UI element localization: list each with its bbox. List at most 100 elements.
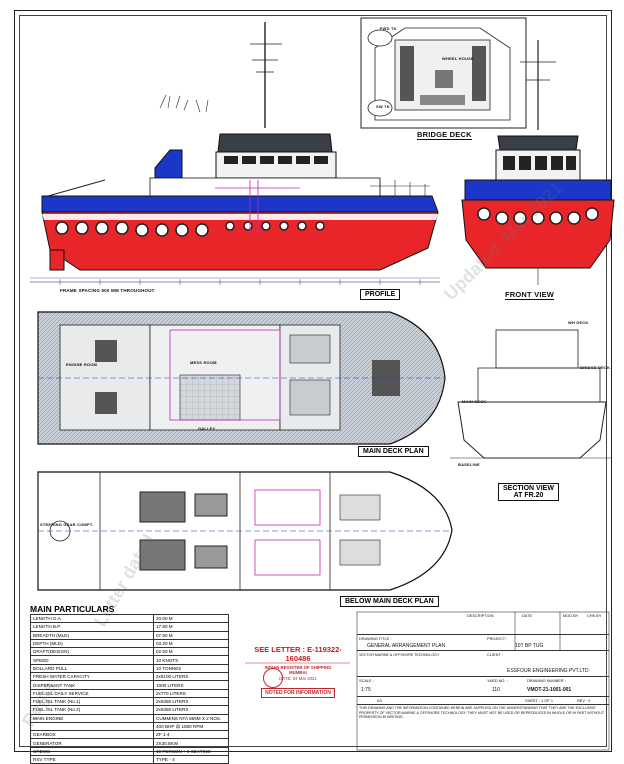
particular-name: SPEED [30, 655, 154, 665]
tb-project-label: PROJECT : [487, 636, 508, 641]
particulars-row: BREADTH (MLD)07.50 M [30, 630, 229, 640]
particular-name: DISPERSANT TANK [30, 680, 154, 690]
particular-name: BREADTH (MLD) [30, 630, 154, 640]
label-galley: GALLEY [198, 426, 216, 431]
particular-value: ZF 1-4 [153, 730, 229, 740]
particulars-row: LENGTH B.P.17.80 M [30, 622, 229, 632]
tb-drawing-title-label: DRAWING TITLE : [359, 636, 392, 641]
profile-view [30, 22, 440, 285]
tb-client: ESSFOUR ENGINEERING PVT.LTD [507, 668, 589, 674]
particular-name: DRAFT(DESIGN) [30, 647, 154, 657]
label-engine-room: ENGINE ROOM [66, 362, 98, 367]
particular-value: 2x770 LITERS [153, 688, 229, 698]
particular-name: LENGTH B.P. [30, 622, 154, 632]
register-seal-icon [263, 668, 283, 688]
particular-name: FUEL OIL DAILY SERVICE [30, 688, 154, 698]
particular-value: 2X30.5KW [153, 738, 229, 748]
bridge-deck-view [360, 17, 527, 129]
tb-sheet: SHEET : 1 OF 1 [525, 698, 554, 703]
particular-value: 07.50 M [153, 630, 229, 640]
label-frame-spacing: FRAME SPACING 500 MM THROUGHOUT [60, 288, 155, 293]
tb-designer: VECTOR MARINE & OFFSHORE TECHNOLOGY [359, 653, 440, 657]
tb-drawing-no-label: DRAWING NUMBER : [527, 678, 566, 683]
particular-name: FUEL OIL TANK (No.1) [30, 696, 154, 707]
particular-name: FRESH WATER CAPACITY [30, 672, 154, 682]
tb-yard-no: 110 [492, 687, 500, 693]
tb-notice: THIS DRAWING AND THE INFORMATION CONTAIN… [359, 706, 604, 720]
tb-size: A3 [377, 698, 382, 703]
particular-value: 02.50 M [153, 647, 229, 657]
title-block-grid [356, 611, 610, 751]
particulars-row: 400 BHP @ 1800 RPM [30, 721, 229, 732]
label-main-deck: MAIN DECK [462, 399, 487, 404]
tb-description: DESCRIPTION [467, 613, 494, 618]
particular-name [30, 721, 154, 732]
label-sw-tk: SW TK [376, 104, 390, 109]
label-profile: PROFILE [360, 289, 401, 300]
label-below-main-deck-plan: BELOW MAIN DECK PLAN [340, 596, 439, 607]
noted-for-information: NOTED FOR INFORMATION [261, 688, 335, 698]
tb-scale: 1:75 [361, 687, 371, 693]
particulars-row: FUEL OIL TANK (No.1)2x6350 LITERS [30, 696, 229, 707]
main-particulars-title: MAIN PARTICULARS [30, 604, 115, 614]
label-fwd-tk: FWD TK [380, 26, 397, 31]
particular-value: 10 KNOTS [153, 655, 229, 665]
particulars-row: LENGTH O.A.20.00 M [30, 613, 229, 624]
particular-value: 17.80 M [153, 622, 229, 632]
approval-stamp: SEE LETTER : E-119322-160486 INDIAN REGI… [245, 645, 351, 699]
drawing-border [19, 15, 607, 747]
particular-value: 2x8100 LITERS [153, 672, 229, 682]
label-steering-gear: STEERING GEAR COMPT. [40, 522, 94, 527]
label-wheel-house: WHEEL HOUSE [442, 56, 474, 61]
particular-name: FUEL OIL TANK (No.2) [30, 705, 154, 715]
particulars-row: DEPTH (MLD)03.20 M [30, 638, 229, 649]
label-wh-deck: WH DECK [568, 320, 589, 325]
particular-value: CUMMINS NTA 855M X 2 NOS. [153, 713, 229, 723]
tb-chkby: CHK.BY [587, 613, 602, 618]
tb-yard-label: YARD NO. : [487, 678, 508, 683]
front-view [461, 40, 615, 285]
particular-name: GEARBOX [30, 730, 154, 740]
see-letter-text: SEE LETTER : E-119322-160486 [254, 645, 342, 663]
particular-value: 03.20 M [153, 638, 229, 649]
label-bridge-deck-small: BRIDGE DECK [580, 365, 611, 370]
particular-name: MAIN ENGINE [30, 713, 154, 723]
particulars-row: FUEL OIL TANK (No.2)2x6350 LITERS [30, 705, 229, 715]
particular-name: RSV TYPE [30, 755, 154, 764]
tb-project: 10T BP TUG [515, 643, 544, 649]
particular-value: 20.00 M [153, 613, 229, 624]
particulars-row: DRAFT(DESIGN)02.50 M [30, 647, 229, 657]
particular-name: DEPTH (MLD) [30, 638, 154, 649]
particular-value: 10 PERSON + 6 SEATING [153, 746, 229, 757]
label-bridge-deck: BRIDGE DECK [417, 130, 472, 140]
main-deck-plan-view [37, 311, 446, 445]
particular-name: GENERATOR [30, 738, 154, 748]
label-baseline: BASELINE [458, 462, 480, 467]
label-main-deck-plan: MAIN DECK PLAN [358, 446, 429, 457]
stamp-date: DATE: 04 Mar 2021 [279, 676, 317, 681]
tb-rev: REV : 0 [577, 698, 591, 703]
particular-value: 400 BHP @ 1800 RPM [153, 721, 229, 732]
tb-date: DATE [522, 613, 533, 618]
particular-name: LENGTH O.A. [30, 613, 154, 624]
particular-name: CREWS [30, 746, 154, 757]
tb-drawing-title: GENERAL ARRANGEMENT PLAN [367, 643, 446, 649]
tb-modby: MOD.BY [563, 613, 579, 618]
below-main-deck-plan-view [37, 471, 453, 591]
tb-client-label: CLIENT : [487, 652, 503, 657]
label-front-view: FRONT VIEW [505, 290, 555, 300]
particular-value: TYPE - 4 [153, 755, 229, 764]
